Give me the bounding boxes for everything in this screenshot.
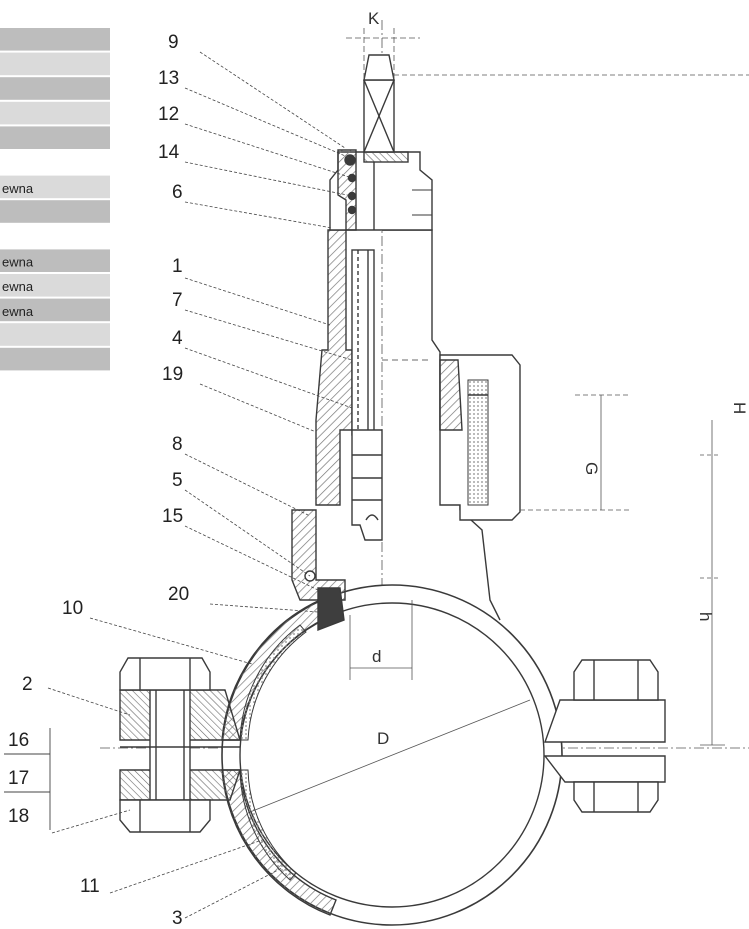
table-row-shade <box>0 323 110 346</box>
callout-8: 8 <box>172 434 183 455</box>
dimension-d-small: d <box>372 647 381 666</box>
callout-12: 12 <box>158 104 179 125</box>
callout-labels: 9 13 12 14 6 1 7 4 19 8 5 15 20 10 2 16 … <box>8 32 189 929</box>
callout-1: 1 <box>172 256 183 277</box>
table-row-shade <box>0 274 110 297</box>
table-row-shade <box>0 200 110 223</box>
callout-14: 14 <box>158 142 180 163</box>
callout-19: 19 <box>162 364 183 385</box>
right-clamp-lug <box>543 659 666 813</box>
table-row-text: ewna <box>2 304 34 319</box>
callout-7: 7 <box>172 290 183 311</box>
valve-body <box>315 229 441 541</box>
table-row-shade <box>0 126 110 149</box>
table-row-shade <box>0 249 110 272</box>
callout-boxes <box>4 728 51 830</box>
table-row-shade <box>0 28 110 51</box>
table-row-shade <box>0 175 110 199</box>
parts-table: ewna ewna ewna ewna <box>0 28 110 371</box>
table-row-text: ewna <box>2 181 34 196</box>
callout-13: 13 <box>158 68 179 89</box>
callout-16: 16 <box>8 730 29 751</box>
table-row-shade <box>0 101 110 125</box>
dimension-d-large: D <box>377 729 389 748</box>
table-row-text: ewna <box>2 255 34 270</box>
callout-18: 18 <box>8 806 29 827</box>
callout-15: 15 <box>162 506 183 527</box>
dimension-labels: K G H h d D <box>368 9 749 748</box>
callout-4: 4 <box>172 328 183 349</box>
callout-11: 11 <box>80 876 100 897</box>
table-row-shade <box>0 347 110 371</box>
callout-17: 17 <box>8 768 29 789</box>
table-row-shade <box>0 52 110 76</box>
leader-lines <box>47 51 353 919</box>
dimension-lines <box>249 28 749 813</box>
left-clamp-lug <box>119 657 241 833</box>
dimension-h-upper: H <box>730 402 749 414</box>
dimension-g: G <box>582 462 601 475</box>
callout-10: 10 <box>62 598 83 619</box>
outlet-spigot <box>439 354 521 521</box>
callout-9: 9 <box>168 32 179 53</box>
table-row-shade <box>0 77 110 100</box>
callout-5: 5 <box>172 470 183 491</box>
table-row-text: ewna <box>2 279 34 294</box>
callout-20: 20 <box>168 584 189 605</box>
dimension-h-lower: h <box>696 612 715 621</box>
callout-3: 3 <box>172 908 183 929</box>
callout-6: 6 <box>172 182 183 203</box>
callout-2: 2 <box>22 674 33 695</box>
dimension-k: K <box>368 9 380 28</box>
spindle-top <box>329 54 433 231</box>
table-row-shade <box>0 298 110 322</box>
